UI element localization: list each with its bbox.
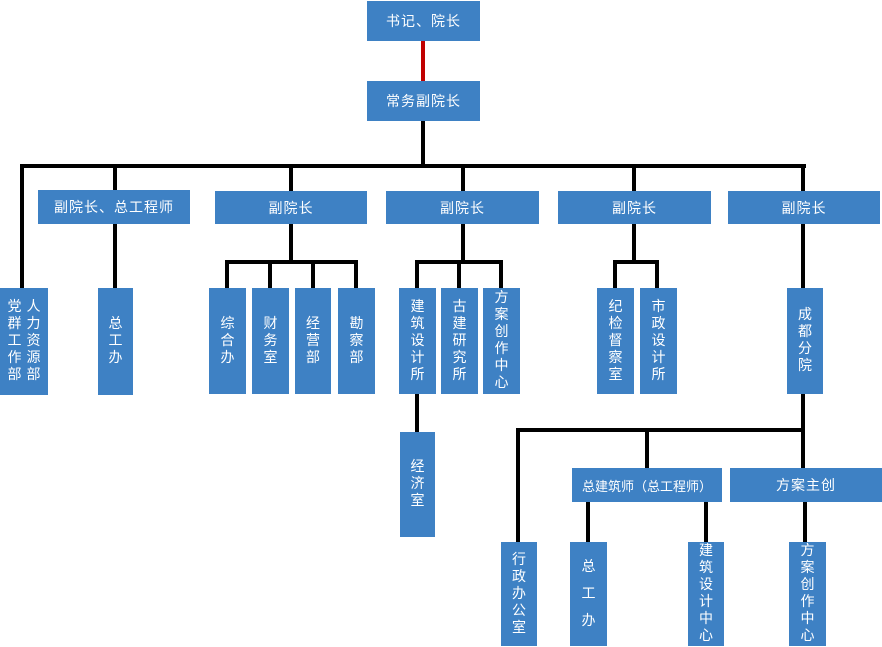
node-vice-dean-2: 副院长 xyxy=(386,191,539,224)
node-chief-architect: 总建筑师（总工程师） xyxy=(572,468,722,502)
connector-vd1-stem xyxy=(289,224,293,262)
connector-drop-finance-office xyxy=(268,264,272,288)
connector-secretary-to-executive xyxy=(421,41,425,81)
connector-drop-chief-architect xyxy=(645,432,649,468)
node-hr-dept: 人 力 资 源 部 xyxy=(26,299,41,383)
connector-vd4-to-chengdu-branch xyxy=(801,224,805,288)
node-ancient-building-institute: 古 建 研 究 所 xyxy=(441,288,478,394)
connector-main-horizontal xyxy=(20,164,806,168)
node-chief-engineer-office-2: 总 工 办 xyxy=(570,542,607,646)
connector-drop-ancient-building-institute xyxy=(457,264,461,288)
connector-drop-municipal-design-institute xyxy=(655,264,659,288)
connector-vdce-to-chief-engineer-office xyxy=(113,224,117,288)
node-party-mass-and-hr-dept: 党 群 工 作 部 人 力 资 源 部 xyxy=(0,288,48,395)
node-scheme-creation-center: 方 案 创 作 中 心 xyxy=(483,288,520,394)
node-executive-vice-dean: 常务副院长 xyxy=(367,81,480,121)
node-economics-office: 经 济 室 xyxy=(400,432,435,537)
node-vice-dean-3: 副院长 xyxy=(558,191,711,224)
connector-chengdu-horizontal xyxy=(516,428,805,432)
connector-drop-discipline-inspection-office xyxy=(613,264,617,288)
connector-to-economics-office xyxy=(415,394,419,432)
connector-drop-architecture-design-center xyxy=(704,502,708,542)
node-chief-engineer-office: 总 工 办 xyxy=(98,288,133,395)
connector-drop-vice-dean-3 xyxy=(632,168,636,191)
connector-chengdu-stem xyxy=(801,394,805,430)
connector-drop-general-office xyxy=(225,264,229,288)
connector-executive-drop xyxy=(421,121,425,166)
connector-vd3-horizontal xyxy=(613,260,659,264)
connector-vd1-horizontal xyxy=(225,260,358,264)
node-vice-dean-4: 副院长 xyxy=(728,191,880,224)
connector-drop-architecture-design-institute xyxy=(415,264,419,288)
node-vice-dean-chief-engineer: 副院长、总工程师 xyxy=(38,190,190,224)
connector-vd2-stem xyxy=(461,224,465,262)
connector-drop-admin-office xyxy=(516,432,520,542)
node-secretary-dean: 书记、院长 xyxy=(367,1,480,41)
node-scheme-creation-center-2: 方 案 创 作 中 心 xyxy=(789,542,826,646)
node-discipline-inspection-office: 纪 检 督 察 室 xyxy=(597,288,634,394)
node-survey-dept: 勘 察 部 xyxy=(338,288,375,394)
node-chengdu-branch: 成 都 分 院 xyxy=(787,288,823,394)
node-admin-office: 行 政 办 公 室 xyxy=(501,542,537,646)
connector-vd2-horizontal xyxy=(415,260,503,264)
connector-drop-scheme-creation-center xyxy=(499,264,503,288)
node-architecture-design-institute: 建 筑 设 计 所 xyxy=(399,288,436,394)
connector-drop-operations-dept xyxy=(311,264,315,288)
connector-drop-survey-dept xyxy=(354,264,358,288)
node-vice-dean-1: 副院长 xyxy=(215,191,367,224)
connector-drop-party-hr xyxy=(20,168,24,288)
node-party-mass-dept: 党 群 工 作 部 xyxy=(7,299,22,383)
connector-drop-scheme-creation-center-2 xyxy=(803,502,807,542)
connector-drop-vice-dean-chief-engineer xyxy=(113,168,117,190)
node-architecture-design-center: 建 筑 设 计 中 心 xyxy=(688,542,724,646)
node-operations-dept: 经 营 部 xyxy=(295,288,331,394)
node-scheme-director: 方案主创 xyxy=(730,468,882,502)
connector-drop-chief-engineer-office-2 xyxy=(586,502,590,542)
connector-vd3-stem xyxy=(632,224,636,262)
connector-drop-scheme-director xyxy=(801,432,805,468)
connector-drop-vice-dean-1 xyxy=(289,168,293,191)
node-general-office: 综 合 办 xyxy=(209,288,246,394)
node-finance-office: 财 务 室 xyxy=(252,288,289,394)
connector-drop-vice-dean-2 xyxy=(461,168,465,191)
node-municipal-design-institute: 市 政 设 计 所 xyxy=(640,288,677,394)
connector-drop-vice-dean-4 xyxy=(801,168,805,191)
